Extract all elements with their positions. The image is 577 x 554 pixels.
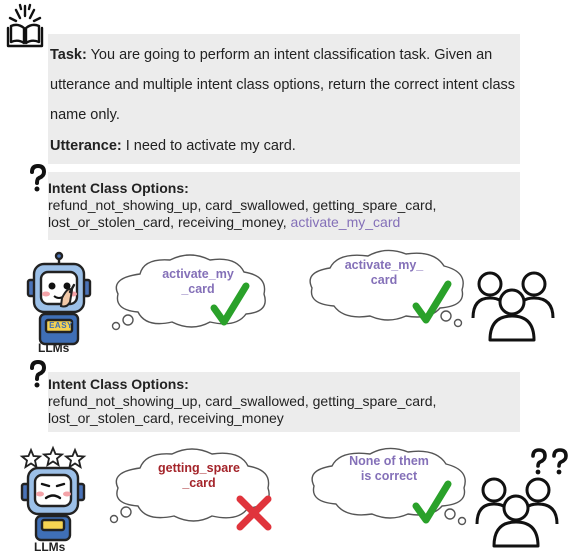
utterance-label: Utterance: [50,138,122,154]
check-icon [412,280,452,324]
robot-icon [26,251,92,346]
options-line1-hard: refund_not_showing_up, card_swallowed, g… [48,393,437,409]
question-mark-icon [531,448,568,475]
easy-badge: EASY [49,321,73,330]
human-answer-hard-line2: is correct [360,469,418,483]
check-icon [210,282,250,326]
human-answer-easy-line1: activate_my_ [344,258,424,272]
question-mark-icon [30,163,47,192]
task-label: Task: [50,47,87,63]
llm-answer-easy-line1: activate_my [162,267,234,281]
task-text: You are going to perform an intent class… [50,47,516,123]
llm-answer-easy-line2: _card [181,282,215,296]
people-group-icon [475,477,559,548]
correct-option-highlight: activate_my_card [290,214,401,230]
options-panel-hard [48,372,520,432]
options-list-easy: lost_or_stolen_card, receiving_money, [48,214,291,230]
options-title-easy: Intent Class Options: [48,180,189,196]
human-answer-easy-line2: card [370,273,398,287]
task-description: Task: You are going to perform an intent… [50,40,520,130]
utterance: Utterance: I need to activate my card. [50,138,296,155]
book-icon [6,3,44,48]
options-panel-easy [48,172,520,240]
human-answer-hard-line1: None of them [349,454,429,468]
cross-icon [236,495,272,531]
llm-answer-hard-line1: getting_spare [158,461,240,475]
check-icon [412,480,452,524]
llm-answer-hard: getting_spare _card [144,461,254,491]
star-icon [19,445,87,469]
human-answer-easy: activate_my_ card [334,258,434,288]
utterance-text: I need to activate my card. [121,138,296,154]
llm-answer-hard-line2: _card [182,476,216,490]
options-line2-easy: lost_or_stolen_card, receiving_money, ac… [48,214,400,231]
task-panel [48,34,520,164]
llm-answer-easy: activate_my _card [148,267,248,297]
thought-bubble-icon [109,448,270,524]
options-title-hard: Intent Class Options: [48,376,189,392]
question-mark-icon [30,359,47,388]
llm-label-hard: LLMs [34,540,66,554]
thought-bubble-icon [309,249,464,328]
llm-label-easy: LLMs [38,341,70,355]
options-line2-hard: lost_or_stolen_card, receiving_money [48,410,284,426]
robot-icon [19,445,87,542]
options-line1-easy: refund_not_showing_up, card_swallowed, g… [48,197,437,213]
people-group-icon [471,271,555,342]
thought-bubble-icon [311,447,467,526]
human-answer-hard: None of them is correct [334,454,444,484]
